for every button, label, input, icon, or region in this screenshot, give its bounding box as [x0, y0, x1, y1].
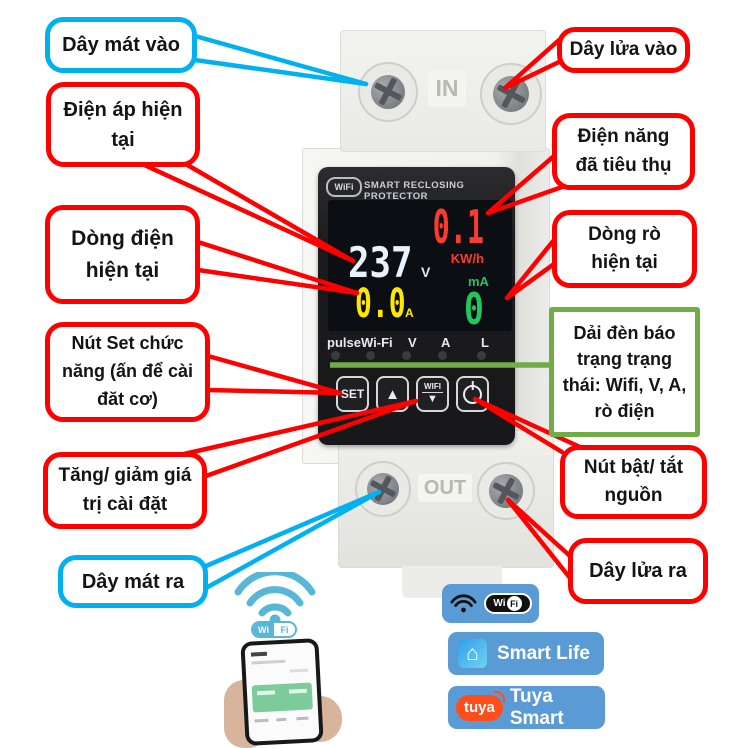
indicator-a: A — [441, 335, 451, 350]
led-dot — [438, 351, 447, 360]
wifi-logo-wi: Wi — [253, 623, 274, 636]
callout-set-button: Nút Set chức năng (ấn để cài đăt cơ) — [45, 322, 210, 422]
energy-value: 0.1 — [432, 200, 484, 254]
tuya-smart-label: Tuya Smart — [509, 685, 564, 729]
indicator-l: L — [481, 335, 489, 350]
screw-head-icon — [370, 74, 406, 110]
wifi-logo-fi: Fi — [280, 624, 289, 635]
control-panel: WiFi SMART RECLOSING PROTECTOR 0.1 KW/h … — [318, 167, 515, 445]
wifi-alliance-logo: Wi Fi — [483, 593, 532, 614]
callout-live-in: Dây lửa vào — [557, 27, 690, 73]
in-label: IN — [428, 70, 466, 107]
leakage-value: 0 — [464, 284, 484, 335]
callout-live-out: Dây lửa ra — [568, 538, 708, 604]
led-dot — [402, 351, 411, 360]
wifi-signal-icon — [234, 572, 316, 624]
led-dot — [366, 351, 375, 360]
callout-adjust: Tăng/ giảm giá trị cài đặt — [43, 452, 207, 529]
led-dot — [331, 351, 340, 360]
current-value: 0.0 — [355, 281, 406, 327]
badge-smart-life: ⌂ Smart Life — [448, 632, 604, 675]
callout-neutral-in: Dây mát vào — [45, 17, 197, 73]
up-arrow-icon: ▲ — [385, 385, 400, 403]
callout-leakage: Dòng rò hiện tại — [552, 210, 697, 288]
leakage-unit: mA — [468, 274, 489, 289]
voltage-unit: V — [421, 264, 431, 280]
led-dot — [477, 351, 486, 360]
screw-terminal-neutral-in — [358, 62, 418, 122]
badge-wifi: Wi Fi — [442, 584, 539, 623]
callout-led-strip: Dải đèn báo trạng trạng thái: Wifi, V, A… — [549, 307, 700, 437]
callout-power-button: Nút bật/ tắt nguồn — [560, 445, 707, 519]
wifi-button-label: WIFI — [422, 382, 443, 394]
voltage-value: 237 — [348, 238, 413, 287]
power-button — [456, 376, 489, 412]
smart-life-house-icon: ⌂ — [458, 639, 487, 668]
out-label: OUT — [418, 474, 472, 502]
indicator-v: V — [408, 335, 417, 350]
callout-neutral-out: Dây mát ra — [58, 555, 208, 608]
badge-tuya: tuya Tuya Smart — [448, 686, 605, 729]
screw-head-icon — [489, 474, 523, 508]
tuya-logo: tuya — [456, 690, 505, 721]
power-icon — [463, 384, 482, 404]
wifi-logo-wi: Wi — [493, 598, 506, 609]
screw-head-icon — [366, 472, 400, 506]
current-unit: A — [405, 306, 414, 320]
wifi-signal-icon — [449, 593, 477, 612]
wifi-logo: Wi Fi — [251, 621, 297, 638]
wifi-down-button: WIFI ▼ — [416, 376, 449, 412]
callout-energy: Điện năng đã tiêu thụ — [552, 113, 695, 190]
indicator-wifi: Wi-Fi — [361, 335, 393, 350]
screw-terminal-live-out — [477, 462, 535, 520]
panel-title: SMART RECLOSING PROTECTOR — [364, 180, 465, 202]
lcd-display: 0.1 KW/h 237 V 0.0 A mA 0 — [328, 200, 512, 335]
screw-terminal-neutral-out — [355, 461, 411, 517]
callout-current: Dòng điện hiện tại — [45, 205, 200, 304]
callout-voltage: Điện áp hiện tại — [46, 82, 200, 167]
energy-unit: KW/h — [450, 251, 484, 266]
indicator-pulse: pulse — [327, 335, 361, 350]
wifi-logo-fi: Fi — [506, 596, 522, 611]
wifi-brand-badge: WiFi — [326, 177, 362, 197]
down-arrow-icon: ▼ — [427, 393, 438, 406]
smart-life-label: Smart Life — [497, 642, 590, 664]
